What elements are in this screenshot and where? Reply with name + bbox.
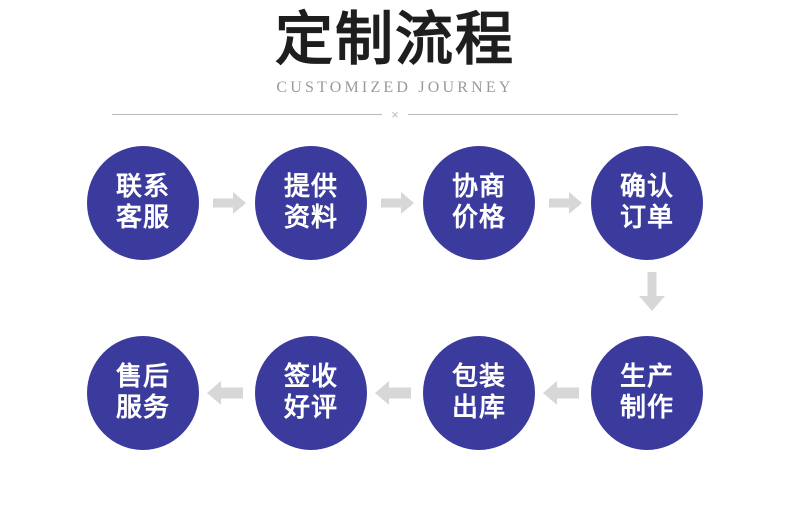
flow-step-label-line2: 出库	[451, 392, 506, 423]
flow-step-provide-materials[interactable]: 提供 资料	[255, 145, 367, 260]
flow-step-receive-review[interactable]: 签收 好评	[255, 335, 367, 450]
arrow-head	[401, 191, 414, 214]
flow-step-label-line2: 制作	[619, 392, 674, 423]
page-header: 定制流程 CUSTOMIZED JOURNEY	[0, 0, 790, 98]
divider-line-left	[112, 113, 383, 115]
section-divider: ×	[112, 104, 678, 124]
flow-row-bottom: 售后 服务 签收 好评 包装 出库 生产 制作	[0, 325, 790, 460]
arrow-right-icon	[199, 183, 255, 223]
arrow-head	[233, 191, 246, 214]
flow-step-label-line2: 资料	[283, 202, 338, 233]
arrow-shaft	[213, 198, 235, 207]
divider-line-right	[407, 113, 678, 115]
divider-cross-icon: ×	[391, 106, 399, 122]
flow-step-confirm-order[interactable]: 确认 订单	[591, 145, 703, 260]
page-title: 定制流程	[274, 5, 515, 73]
flow-step-label-line1: 签收	[283, 361, 338, 392]
arrow-shaft	[387, 387, 411, 398]
arrow-left-icon	[367, 373, 423, 413]
arrow-shaft	[549, 198, 571, 207]
flow-step-label-line2: 订单	[619, 202, 674, 233]
flow-step-contact-service[interactable]: 联系 客服	[87, 145, 199, 260]
flow-step-label-line1: 联系	[115, 171, 170, 202]
arrow-shaft	[381, 198, 403, 207]
flow-step-label-line1: 生产	[619, 361, 674, 392]
flow-step-label-line2: 服务	[115, 392, 170, 423]
flow-step-packaging-shipment[interactable]: 包装 出库	[423, 335, 535, 450]
arrow-left-icon	[199, 373, 255, 413]
flow-step-label-line1: 售后	[115, 361, 170, 392]
flow-step-label-line2: 好评	[283, 392, 338, 423]
arrow-shaft	[219, 387, 243, 398]
flow-step-label-line1: 包装	[451, 361, 506, 392]
flow-step-label-line1: 确认	[619, 171, 674, 202]
process-flow-diagram: 联系 客服 提供 资料 协商 价格 确认 订单	[0, 135, 790, 460]
flow-step-label-line2: 客服	[115, 202, 170, 233]
arrow-head	[375, 380, 389, 405]
arrow-head	[639, 296, 665, 311]
arrow-head	[543, 380, 557, 405]
arrow-down-icon	[634, 272, 670, 318]
flow-step-production[interactable]: 生产 制作	[591, 335, 703, 450]
arrow-head	[207, 380, 221, 405]
arrow-right-icon	[535, 183, 591, 223]
flow-step-label-line1: 协商	[451, 171, 506, 202]
arrow-shaft	[555, 387, 579, 398]
flow-row-top: 联系 客服 提供 资料 协商 价格 确认 订单	[0, 135, 790, 270]
arrow-shaft	[647, 272, 657, 298]
flow-step-label-line1: 提供	[283, 171, 338, 202]
arrow-left-icon	[535, 373, 591, 413]
flow-step-negotiate-price[interactable]: 协商 价格	[423, 145, 535, 260]
flow-step-after-sales-service[interactable]: 售后 服务	[87, 335, 199, 450]
flow-step-label-line2: 价格	[451, 202, 506, 233]
arrow-head	[569, 191, 582, 214]
page-subtitle: CUSTOMIZED JOURNEY	[276, 79, 514, 96]
arrow-right-icon	[367, 183, 423, 223]
